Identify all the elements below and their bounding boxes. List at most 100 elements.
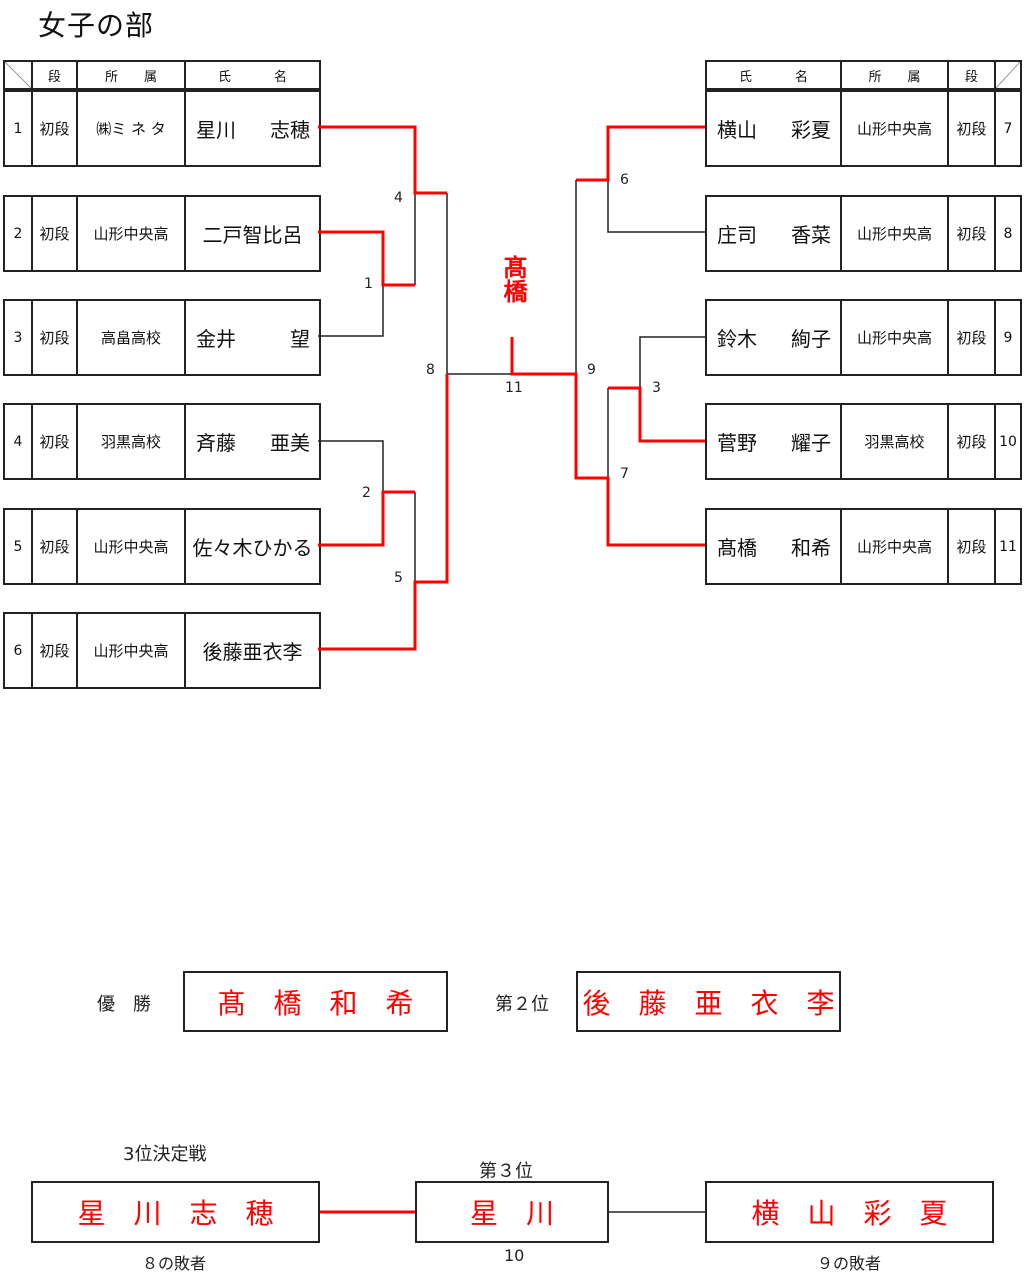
player-name: 二戸智比呂	[184, 195, 321, 272]
player-name: 菅野耀子	[705, 403, 842, 480]
player-number: 10	[994, 403, 1022, 480]
third-right-name: 横 山 彩 夏	[751, 1197, 948, 1230]
player-row: 4 初段 羽黒高校 斉藤亜美	[3, 403, 321, 480]
player-number: 4	[3, 403, 33, 480]
player-affiliation: 山形中央高	[840, 299, 949, 376]
match-label: 1	[364, 276, 373, 292]
third-left-box: 星 川 志 穂	[31, 1181, 320, 1243]
bracket-line	[318, 440, 384, 492]
winner-box: 髙 橋 和 希	[183, 971, 448, 1032]
player-affiliation: 高畠高校	[76, 299, 186, 376]
player-rank: 初段	[31, 612, 78, 689]
third-right-box: 横 山 彩 夏	[705, 1181, 994, 1243]
player-rank: 初段	[947, 90, 996, 167]
left-header: 段 所 属 氏名	[3, 60, 321, 90]
player-name: 斉藤亜美	[184, 403, 321, 480]
player-number: 11	[994, 508, 1022, 585]
player-number: 8	[994, 195, 1022, 272]
match-label: 2	[362, 485, 371, 501]
player-name: 庄司香菜	[705, 195, 842, 272]
player-rank: 初段	[947, 508, 996, 585]
second-box: 後 藤 亜 衣 李	[576, 971, 841, 1032]
header-name: 氏名	[705, 60, 842, 90]
third-left-note: ８の敗者	[142, 1254, 207, 1273]
player-number: 2	[3, 195, 33, 272]
match-label: 3	[652, 380, 661, 396]
winner-line	[510, 337, 705, 547]
player-number: 1	[3, 90, 33, 167]
player-row: 横山彩夏 山形中央高 初段 7	[705, 90, 1022, 167]
player-rank: 初段	[31, 508, 78, 585]
player-name: 後藤亜衣李	[184, 612, 321, 689]
winner-line	[318, 230, 415, 287]
player-row: 髙橋和希 山形中央高 初段 11	[705, 508, 1022, 585]
third-center-box: 星 川	[415, 1181, 609, 1243]
player-name: 横山彩夏	[705, 90, 842, 167]
third-center-note: 10	[504, 1246, 525, 1265]
third-left-name: 星 川 志 穂	[77, 1197, 274, 1230]
player-row: 鈴木絢子 山形中央高 初段 9	[705, 299, 1022, 376]
player-affiliation: 羽黒高校	[76, 403, 186, 480]
player-affiliation: 山形中央高	[76, 612, 186, 689]
bracket-line	[607, 180, 705, 233]
third-right-note: ９の敗者	[817, 1254, 882, 1273]
second-label: 第２位	[495, 994, 549, 1015]
winner-line	[318, 125, 447, 195]
player-row: 1 初段 ㈱ミ ネ タ 星川志穂	[3, 90, 321, 167]
match-label: 5	[394, 570, 403, 586]
match-label: 6	[620, 172, 629, 188]
winner-label: 優 勝	[97, 994, 151, 1015]
player-number: 6	[3, 612, 33, 689]
right-header: 氏名 所 属 段	[705, 60, 1022, 90]
player-rank: 初段	[947, 195, 996, 272]
player-number: 3	[3, 299, 33, 376]
winner-line	[318, 374, 449, 651]
player-row: 庄司香菜 山形中央高 初段 8	[705, 195, 1022, 272]
player-name: 金井望	[184, 299, 321, 376]
player-name: 鈴木絢子	[705, 299, 842, 376]
header-corner	[994, 60, 1022, 90]
champion-flag: 髙橋	[499, 255, 527, 303]
player-name: 髙橋和希	[705, 508, 842, 585]
page-title: 女子の部	[38, 9, 155, 42]
match-label: 7	[620, 466, 629, 482]
third-center-label: 第３位	[479, 1161, 533, 1182]
player-name: 佐々木ひかる	[184, 508, 321, 585]
third-center-name: 星 川	[469, 1197, 554, 1230]
player-row: 5 初段 山形中央高 佐々木ひかる	[3, 508, 321, 585]
player-name: 星川志穂	[184, 90, 321, 167]
match-label: 4	[394, 190, 403, 206]
player-affiliation: 山形中央高	[76, 195, 186, 272]
player-rank: 初段	[31, 299, 78, 376]
player-number: 7	[994, 90, 1022, 167]
header-corner	[3, 60, 33, 90]
player-affiliation: 山形中央高	[840, 195, 949, 272]
player-row: 菅野耀子 羽黒高校 初段 10	[705, 403, 1022, 480]
player-rank: 初段	[31, 403, 78, 480]
match-label: 11	[505, 380, 523, 396]
player-row: 3 初段 高畠高校 金井望	[3, 299, 321, 376]
match-label: 9	[587, 362, 596, 378]
winner-line	[318, 490, 415, 547]
header-rank: 段	[947, 60, 996, 90]
player-affiliation: 山形中央高	[840, 508, 949, 585]
player-affiliation: ㈱ミ ネ タ	[76, 90, 186, 167]
player-rank: 初段	[947, 299, 996, 376]
player-rank: 初段	[31, 90, 78, 167]
player-number: 5	[3, 508, 33, 585]
player-number: 9	[994, 299, 1022, 376]
player-rank: 初段	[31, 195, 78, 272]
player-affiliation: 羽黒高校	[840, 403, 949, 480]
player-affiliation: 山形中央高	[840, 90, 949, 167]
bracket-line	[318, 285, 384, 337]
player-affiliation: 山形中央高	[76, 508, 186, 585]
second-name: 後 藤 亜 衣 李	[582, 986, 835, 1020]
winner-line	[576, 125, 705, 182]
winner-name: 髙 橋 和 希	[217, 986, 414, 1020]
player-row: 2 初段 山形中央高 二戸智比呂	[3, 195, 321, 272]
header-name: 氏名	[184, 60, 321, 90]
player-rank: 初段	[947, 403, 996, 480]
bracket-line	[639, 336, 705, 388]
winner-line	[608, 386, 705, 443]
